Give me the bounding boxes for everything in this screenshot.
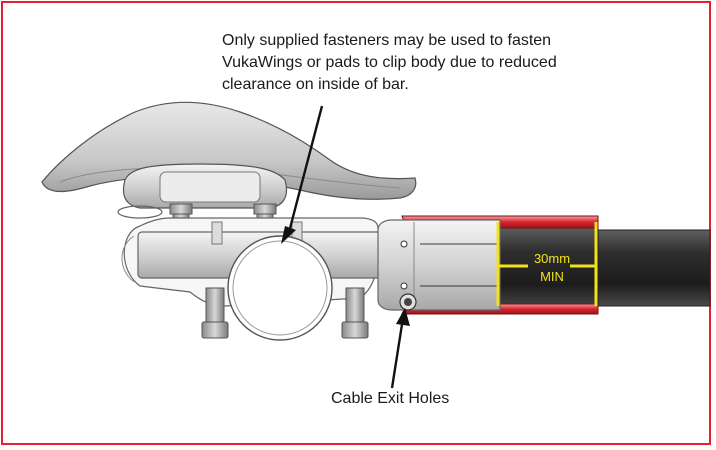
fastener-note-line-3: clearance on inside of bar.: [222, 76, 409, 93]
clamp-bolt-right: [341, 287, 369, 339]
cable-exit-holes: [399, 240, 417, 311]
pad-mount: [117, 163, 288, 219]
cable-exit-leader: [390, 308, 410, 389]
dimension-value: 30mm: [533, 251, 571, 266]
fastener-note-line-1: Only supplied fasteners may be used to f…: [222, 32, 552, 49]
clamp-bolt-left: [201, 287, 229, 339]
fastener-note-line-2: VukaWings or pads to clip body due to re…: [222, 54, 557, 71]
fastener-leader: [281, 105, 324, 244]
insert-tube: [377, 219, 501, 311]
dimension-qualifier: MIN: [540, 269, 564, 284]
fastener-note: Only supplied fasteners may be used to f…: [222, 30, 642, 96]
min-insertion-dimension: [496, 222, 598, 306]
cable-exit-label: Cable Exit Holes: [331, 390, 450, 407]
bar-clamp-ring: [227, 235, 333, 341]
